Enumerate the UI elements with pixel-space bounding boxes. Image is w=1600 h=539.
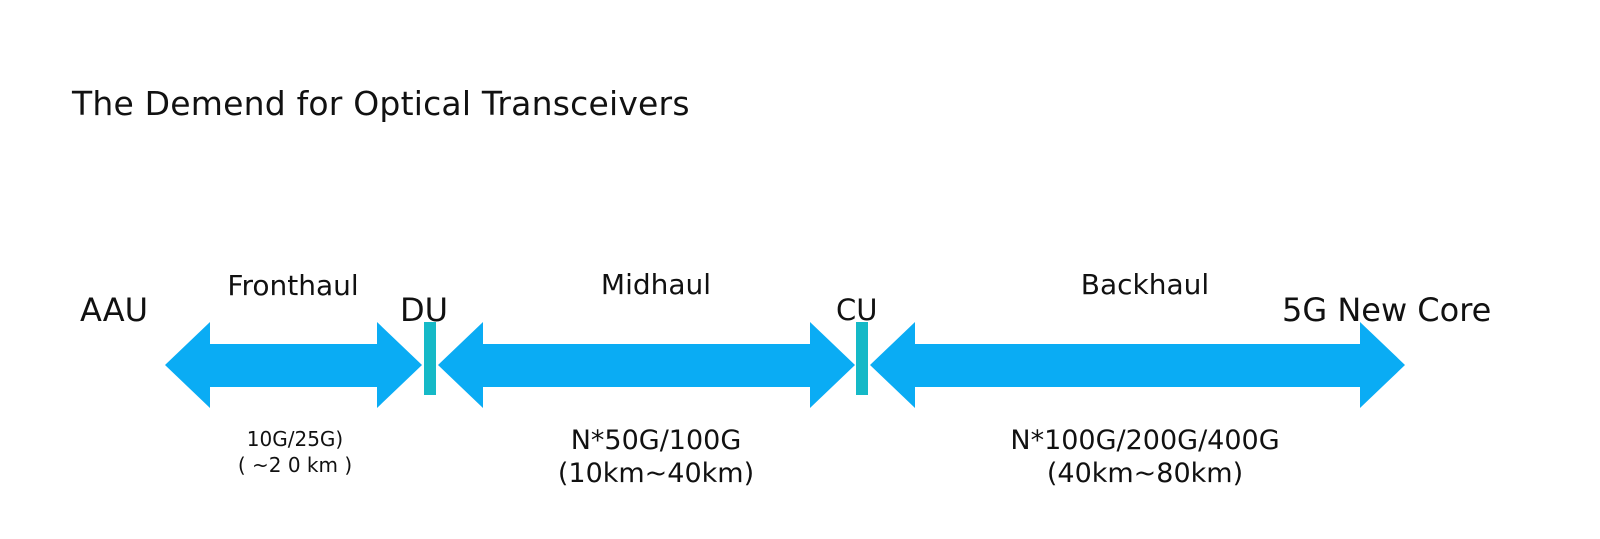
node-cu: CU [836, 293, 878, 327]
spec-midhaul: N*50G/100G (10km~40km) [558, 424, 754, 490]
spec-fronthaul-distance: ( ~2 0 km ) [237, 453, 353, 477]
backhaul-arrow [870, 322, 1405, 408]
fronthaul-arrow [165, 322, 422, 408]
cu-divider [856, 322, 868, 395]
segment-label-fronthaul: Fronthaul [227, 269, 359, 302]
spec-fronthaul: 10G/25G) ( ~2 0 km ) [238, 426, 352, 478]
segment-label-backhaul: Backhaul [1080, 268, 1210, 301]
segment-label-midhaul: Midhaul [600, 268, 712, 301]
node-5g-core: 5G New Core [1282, 291, 1492, 329]
spec-fronthaul-rate: 10G/25G) [246, 427, 344, 451]
spec-midhaul-distance: (10km~40km) [557, 458, 755, 489]
node-du: DU [400, 291, 449, 329]
spec-backhaul-distance: (40km~80km) [1046, 458, 1244, 489]
du-divider [424, 322, 436, 395]
spec-backhaul-rate: N*100G/200G/400G [1010, 425, 1280, 456]
spec-backhaul: N*100G/200G/400G (40km~80km) [1010, 424, 1279, 490]
midhaul-arrow [438, 322, 855, 408]
page-title: The Demend for Optical Transceivers [72, 84, 690, 123]
spec-midhaul-rate: N*50G/100G [570, 425, 742, 456]
node-aau: AAU [80, 291, 149, 329]
